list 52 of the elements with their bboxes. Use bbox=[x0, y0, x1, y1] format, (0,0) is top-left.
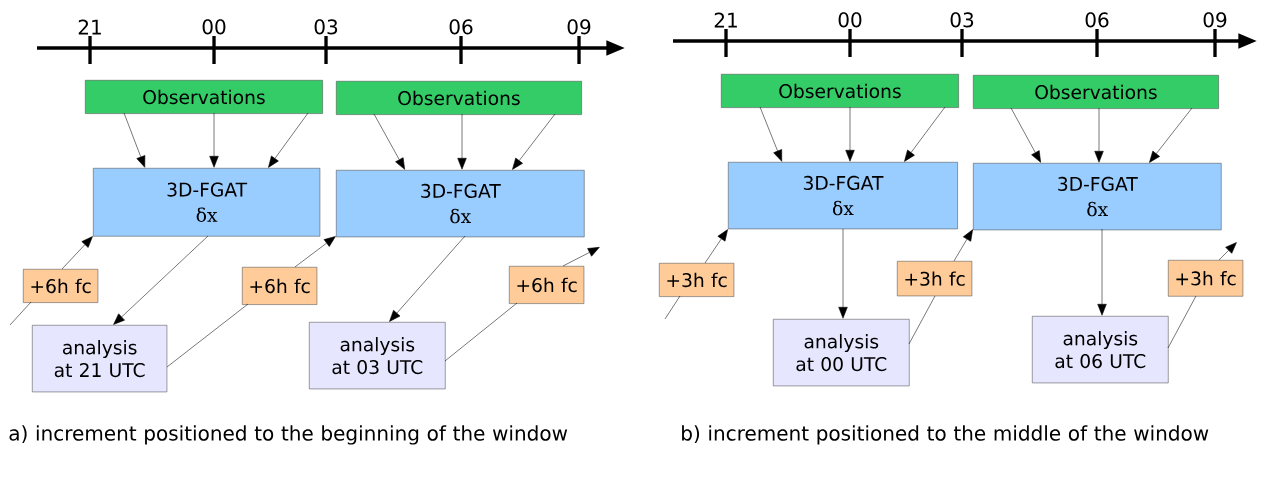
arrow bbox=[838, 228, 848, 319]
observations-box: Observations bbox=[721, 74, 959, 108]
tick-label: 09 bbox=[1203, 12, 1227, 28]
arrow bbox=[389, 235, 466, 322]
arrow bbox=[845, 106, 855, 162]
forecast-box: +6h fc bbox=[23, 269, 99, 303]
forecast-box: +6h fc bbox=[242, 267, 318, 305]
arrow bbox=[759, 106, 782, 162]
tick-label: 03 bbox=[314, 19, 338, 35]
arrow bbox=[61, 236, 93, 270]
forecast-box: +6h fc bbox=[509, 266, 585, 304]
arrow bbox=[294, 236, 336, 268]
arrow bbox=[457, 113, 467, 170]
analysis-step-box: 3D-FGAT δx bbox=[93, 168, 321, 237]
tick-label: 00 bbox=[838, 12, 862, 28]
forecast-box: +3h fc bbox=[1168, 260, 1244, 297]
forecast-box: +3h fc bbox=[897, 261, 973, 297]
caption: a) increment positioned to the beginning of the window bbox=[9, 425, 568, 445]
analysis-step-box: 3D-FGAT δx bbox=[728, 162, 958, 230]
observations-box: Observations bbox=[85, 80, 323, 114]
analysis-step-box: 3D-FGAT δx bbox=[973, 163, 1222, 231]
analysis-box: analysis at 21 UTC bbox=[32, 325, 168, 393]
observations-box: Observations bbox=[973, 75, 1219, 109]
arrow bbox=[1094, 107, 1104, 163]
arrow bbox=[123, 112, 146, 168]
arrow bbox=[953, 229, 973, 262]
observations-box: Observations bbox=[336, 81, 582, 115]
analysis-step-box: 3D-FGAT δx bbox=[336, 170, 585, 238]
arrow bbox=[904, 106, 946, 162]
forecast-box: +3h fc bbox=[659, 263, 735, 297]
arrow bbox=[113, 235, 209, 325]
tick-label: 06 bbox=[449, 19, 473, 35]
tick-label: 00 bbox=[202, 19, 226, 35]
arrow bbox=[209, 112, 219, 168]
arrow bbox=[373, 113, 405, 170]
tick-label: 09 bbox=[567, 19, 591, 35]
arrow bbox=[562, 247, 600, 267]
tick-label: 21 bbox=[78, 19, 101, 35]
arrow bbox=[1218, 242, 1237, 261]
arrow bbox=[512, 113, 556, 170]
arrow bbox=[1097, 228, 1107, 316]
tick-label: 21 bbox=[714, 12, 737, 28]
arrow bbox=[1149, 107, 1193, 163]
analysis-box: analysis at 03 UTC bbox=[309, 322, 446, 390]
arrow bbox=[1010, 107, 1041, 163]
caption: b) increment positioned to the middle of the window bbox=[682, 425, 1209, 445]
analysis-box: analysis at 00 UTC bbox=[773, 319, 910, 387]
tick-label: 03 bbox=[950, 12, 974, 28]
arrow bbox=[268, 112, 309, 168]
arrow bbox=[704, 229, 728, 264]
analysis-box: analysis at 06 UTC bbox=[1032, 316, 1169, 384]
tick-label: 06 bbox=[1085, 12, 1109, 28]
